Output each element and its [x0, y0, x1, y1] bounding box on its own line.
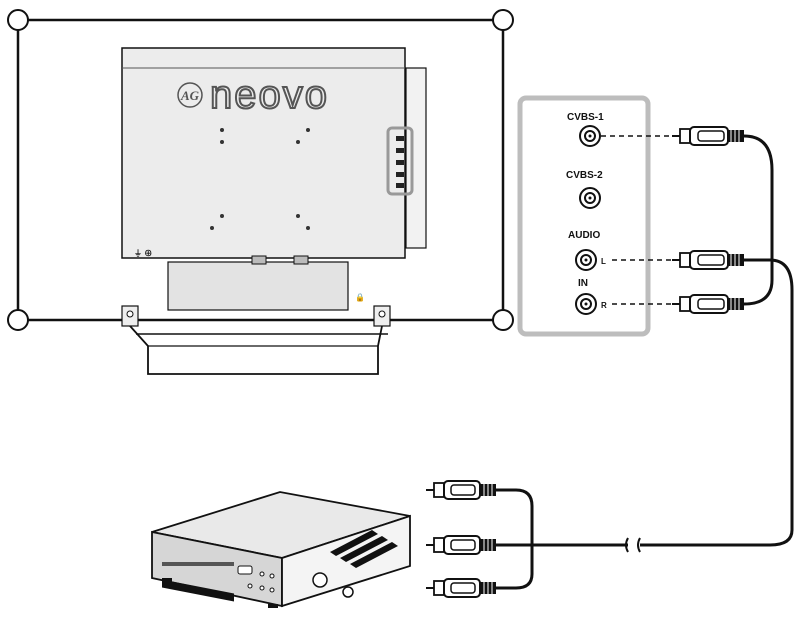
rca-plug-video-monitor — [671, 126, 745, 146]
stand-clip — [251, 255, 267, 265]
corner-mount-bottom-right — [492, 309, 514, 331]
audio-left-jack — [575, 249, 597, 271]
side-port-strip — [405, 67, 427, 249]
monitor-rear: AG neovo ⏚ ⊕ 🔒 — [7, 9, 514, 375]
stand-clip — [293, 255, 309, 265]
port — [396, 148, 404, 153]
cable-video-right-bundle — [743, 134, 774, 306]
audio-right-jack — [575, 293, 597, 315]
in-label: IN — [578, 278, 588, 289]
stand-plate — [167, 261, 349, 311]
cvbs1-jack — [579, 125, 601, 147]
cvbs2-jack — [579, 187, 601, 209]
logo-mark: AG — [180, 88, 200, 103]
base-outline — [129, 325, 383, 375]
device-buttons — [237, 565, 275, 593]
input-panel: CVBS-1 CVBS-2 AUDIO L IN R — [517, 95, 651, 337]
vesa-hole — [220, 140, 224, 144]
device-foot — [268, 604, 278, 608]
logo-badge-icon — [177, 82, 203, 108]
audio-label: AUDIO — [568, 230, 600, 241]
device-side-cables — [496, 488, 534, 590]
device-slot — [162, 562, 234, 566]
corner-mount-bottom-left — [7, 309, 29, 331]
vesa-hole — [220, 128, 224, 132]
screw-icon — [126, 310, 134, 318]
logo-text: neovo — [210, 73, 329, 117]
cvbs2-label: CVBS-2 — [566, 170, 603, 181]
monitor-side-cables — [520, 134, 794, 547]
vesa-hole — [296, 140, 300, 144]
cvbs1-label: CVBS-1 — [567, 112, 604, 123]
rear-housing — [121, 47, 406, 259]
vesa-hole — [210, 226, 214, 230]
neovo-logo: AG neovo — [177, 72, 329, 118]
input-panel-frame — [517, 95, 651, 337]
cable-main-run — [640, 258, 794, 547]
right-channel-label: R — [601, 301, 607, 310]
device-vents — [330, 530, 398, 568]
rca-plug-device-2 — [425, 535, 497, 555]
corner-mount-top-left — [7, 9, 29, 31]
connection-guides — [601, 135, 672, 305]
port — [396, 172, 404, 177]
corner-mount-top-right — [492, 9, 514, 31]
base-bracket — [121, 305, 391, 375]
port — [396, 160, 404, 165]
highlighted-ports — [386, 126, 414, 196]
device-foot — [162, 578, 172, 582]
screw-icon — [378, 310, 386, 318]
left-channel-label: L — [601, 257, 606, 266]
cable-break-icon — [625, 537, 641, 553]
rca-plug-audio-left-monitor — [671, 250, 745, 270]
device-knob-icon — [342, 586, 354, 598]
vesa-hole — [306, 128, 310, 132]
vesa-holes — [210, 128, 310, 230]
side-ports — [396, 136, 404, 188]
vesa-hole — [296, 214, 300, 218]
cable-device-bundle — [496, 488, 534, 590]
rca-plug-audio-right-monitor — [671, 294, 745, 314]
disc-tray — [162, 579, 234, 602]
video-player-device — [151, 491, 411, 608]
vesa-hole — [220, 214, 224, 218]
rca-plug-device-3 — [425, 578, 497, 598]
device-dial-icon — [312, 572, 328, 588]
port — [396, 183, 404, 188]
lock-icon: 🔒 — [355, 293, 365, 302]
ground-symbol-icon: ⏚ ⊕ — [134, 249, 152, 258]
port — [396, 136, 404, 141]
rca-plug-device-1 — [425, 480, 497, 500]
vesa-hole — [306, 226, 310, 230]
